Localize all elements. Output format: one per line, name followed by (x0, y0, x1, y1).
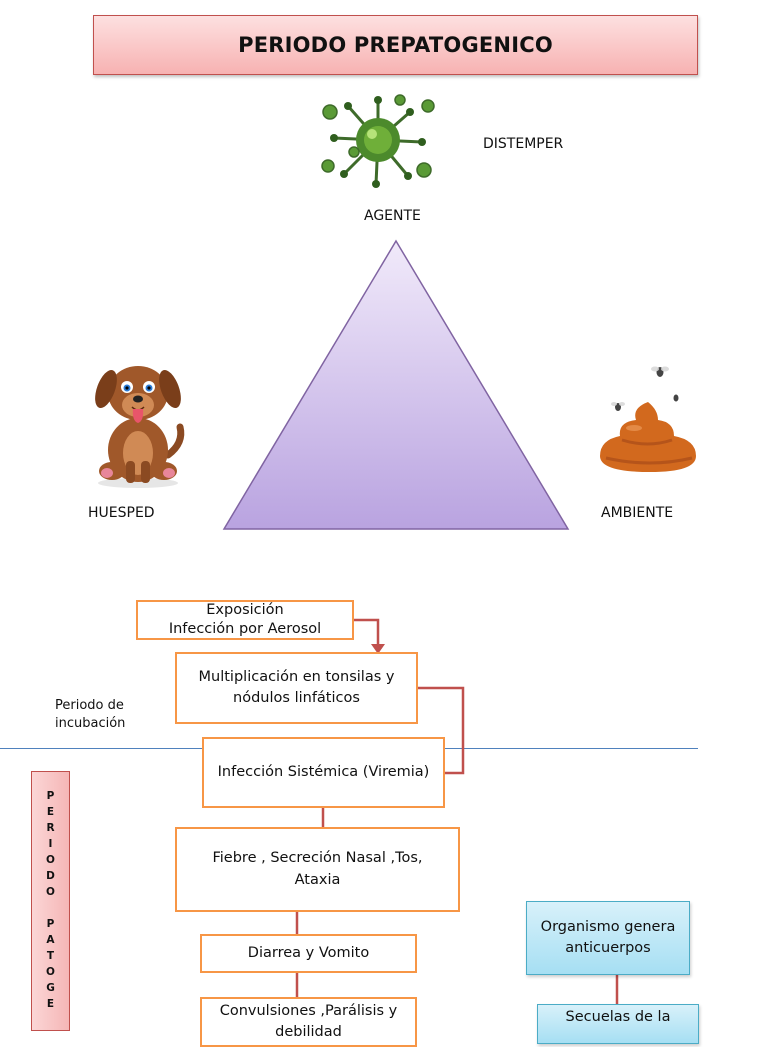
sequelae-box: Secuelas de la (537, 1004, 699, 1044)
flow-connectors (295, 618, 619, 1004)
antibodies-box: Organismo genera anticuerpos (526, 901, 690, 975)
convulsions-text: Convulsiones ,Parálisis y debilidad (219, 1003, 398, 1041)
convulsions-box: Convulsiones ,Parálisis y debilidad (200, 997, 417, 1047)
systemic-infection-text: Infección Sistémica (Viremia) (217, 763, 430, 780)
multiplication-box: Multiplicación en tonsilas y nódulos lin… (175, 652, 418, 724)
multiplication-text: Multiplicación en tonsilas y nódulos lin… (198, 668, 395, 706)
virus-cluster-icon (321, 94, 435, 188)
exposure-box: Exposición Infección por Aerosol (136, 600, 354, 640)
host-label: HUESPED (88, 505, 155, 521)
pathogenic-period-bar: P E R I O D O P A T O G E (31, 771, 70, 1031)
puppy-icon (95, 366, 185, 488)
antibodies-text: Organismo genera anticuerpos (540, 918, 676, 956)
exposure-text: Exposición Infección por Aerosol (168, 602, 322, 637)
agent-name-label: DISTEMPER (483, 136, 564, 152)
epidemiological-triangle (222, 239, 570, 530)
incubation-period-label: Periodo de incubación (55, 698, 126, 731)
diarrhea-text: Diarrea y Vomito (247, 944, 370, 961)
symptoms-text: Fiebre , Secreción Nasal ,Tos, Ataxia (212, 850, 423, 888)
page-title: PERIODO PREPATOGENICO (93, 15, 698, 75)
poop-with-flies-icon (600, 366, 696, 472)
pathogenic-period-text: P E R I O D O P A T O G E (46, 790, 55, 1010)
diarrhea-box: Diarrea y Vomito (200, 934, 417, 973)
environment-label: AMBIENTE (601, 505, 674, 521)
agent-label: AGENTE (364, 208, 421, 224)
symptoms-box: Fiebre , Secreción Nasal ,Tos, Ataxia (175, 827, 460, 912)
page-title-text: PERIODO PREPATOGENICO (238, 33, 553, 57)
sequelae-text: Secuelas de la (565, 1009, 671, 1025)
systemic-infection-box: Infección Sistémica (Viremia) (202, 737, 445, 808)
